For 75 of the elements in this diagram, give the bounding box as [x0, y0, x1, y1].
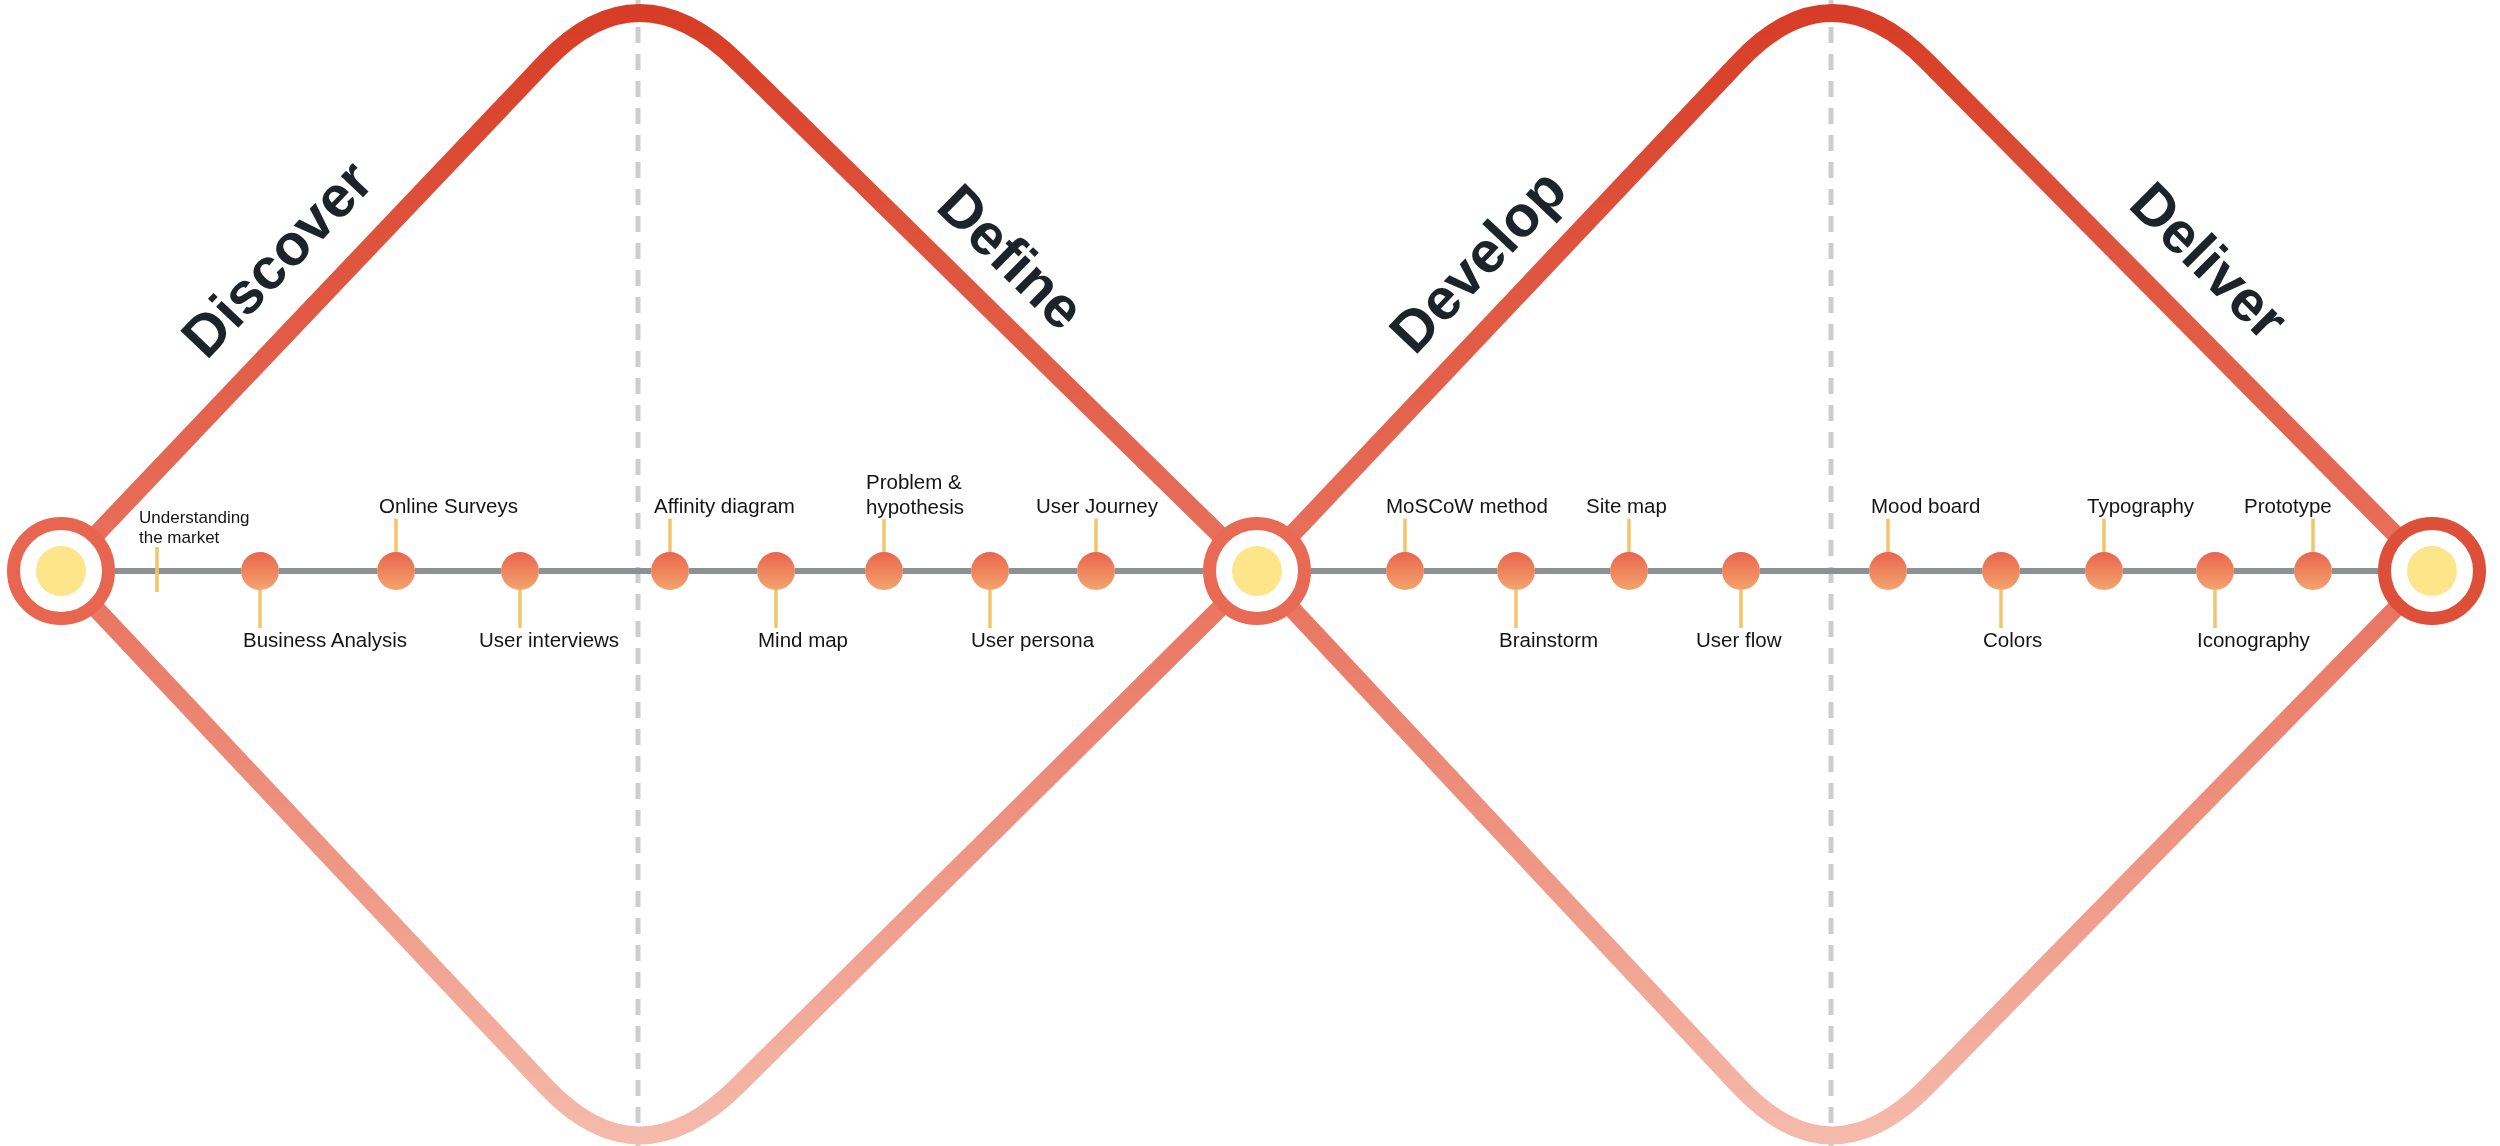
leader-line	[394, 518, 398, 552]
milestone-ring	[2378, 517, 2486, 625]
timeline-dot	[1497, 552, 1535, 590]
timeline-dot	[2294, 552, 2332, 590]
timeline-line	[2020, 568, 2085, 574]
step-label: Business Analysis	[243, 628, 408, 653]
leader-line	[258, 590, 262, 628]
step-label: Colors	[1983, 628, 2043, 653]
leader-line	[1999, 590, 2003, 628]
timeline-line	[689, 568, 757, 574]
leader-line	[1514, 590, 1518, 628]
timeline-dot	[1386, 552, 1424, 590]
timeline-line	[2234, 568, 2294, 574]
timeline-line	[1907, 568, 1982, 574]
timeline-dot	[757, 552, 795, 590]
leader-line	[518, 590, 522, 628]
timeline-dot	[971, 552, 1009, 590]
timeline-line	[1535, 568, 1610, 574]
step-label: User Journey	[1036, 494, 1158, 519]
leader-line	[1739, 590, 1743, 628]
timeline-dot	[501, 552, 539, 590]
step-label: Understanding the market	[139, 508, 261, 548]
timeline-dot	[377, 552, 415, 590]
step-label: Site map	[1586, 494, 1667, 519]
timeline-line	[2332, 568, 2378, 574]
leader-line	[2311, 518, 2315, 552]
timeline-line	[115, 568, 241, 574]
timeline-dot	[1722, 552, 1760, 590]
milestone-ring	[1203, 517, 1311, 625]
leader-line	[1094, 518, 1098, 552]
leader-line	[2102, 518, 2106, 552]
leader-line	[668, 518, 672, 552]
timeline-line	[1760, 568, 1869, 574]
step-label: Affinity diagram	[654, 494, 795, 519]
timeline-dot	[1982, 552, 2020, 590]
timeline-line	[279, 568, 377, 574]
timeline-dot	[1610, 552, 1648, 590]
step-label: Typography	[2087, 494, 2195, 519]
leader-line	[1403, 518, 1407, 552]
step-label: Problem & hypothesis	[866, 470, 978, 520]
leader-line	[2213, 590, 2217, 628]
timeline-dot	[2196, 552, 2234, 590]
timeline-line	[1311, 568, 1386, 574]
timeline-dot	[1869, 552, 1907, 590]
step-label: Brainstorm	[1499, 628, 1599, 653]
timeline-line	[2123, 568, 2196, 574]
leader-line	[155, 547, 159, 592]
step-label: User persona	[971, 628, 1095, 653]
leader-line	[988, 590, 992, 628]
timeline-line	[1115, 568, 1203, 574]
timeline-line	[1648, 568, 1722, 574]
timeline-line	[795, 568, 865, 574]
leader-line	[774, 590, 778, 628]
timeline-line	[1009, 568, 1077, 574]
timeline-dot	[651, 552, 689, 590]
step-label: Online Surveys	[379, 494, 518, 519]
timeline-line	[415, 568, 501, 574]
timeline-dot	[2085, 552, 2123, 590]
timeline-line	[539, 568, 651, 574]
step-label: User interviews	[479, 628, 620, 653]
step-label: Iconography	[2197, 628, 2310, 653]
step-label: User flow	[1696, 628, 1782, 653]
timeline-dot	[1077, 552, 1115, 590]
timeline-line	[903, 568, 971, 574]
step-label: Prototype	[2244, 494, 2332, 519]
step-label: MoSCoW method	[1386, 494, 1548, 519]
leader-line	[1627, 518, 1631, 552]
timeline-dot	[865, 552, 903, 590]
step-label: Mind map	[758, 628, 848, 653]
milestone-ring	[7, 517, 115, 625]
timeline-dot	[241, 552, 279, 590]
leader-line	[882, 519, 886, 552]
leader-line	[1886, 518, 1890, 552]
step-label: Mood board	[1871, 494, 1981, 519]
timeline-line	[1424, 568, 1497, 574]
